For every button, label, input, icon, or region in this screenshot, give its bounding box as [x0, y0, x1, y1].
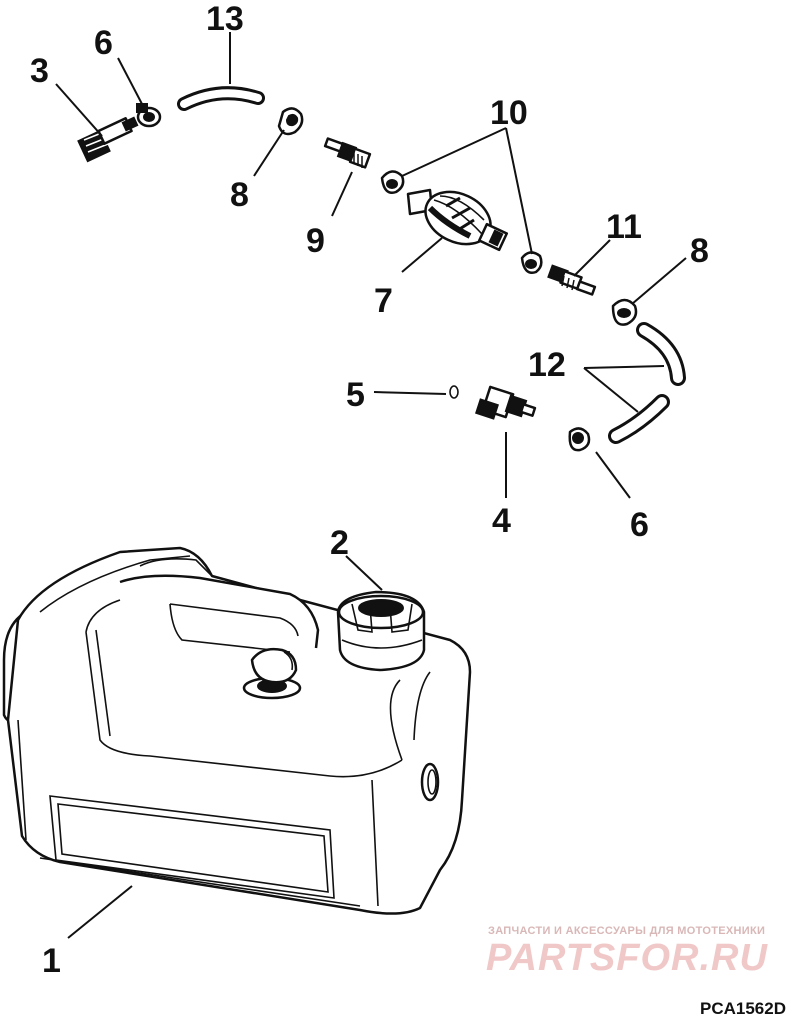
callout-4: 4 — [492, 502, 511, 540]
part-2-filler-cap — [336, 590, 426, 672]
part-9-fitting — [323, 137, 372, 169]
callout-6-lower: 6 — [630, 506, 649, 544]
callout-11: 11 — [606, 208, 642, 246]
part-12-hose-lower — [608, 394, 670, 444]
part-6-clamp-upper — [136, 103, 162, 128]
callout-2: 2 — [330, 524, 349, 562]
part-10-clamp-left — [380, 170, 405, 194]
part-11-fitting — [547, 264, 597, 296]
part-12-hose-upper — [636, 322, 686, 386]
part-10-clamp-right — [520, 251, 543, 274]
leader-lines — [55, 32, 687, 939]
part-5-o-ring — [449, 385, 459, 399]
callout-1: 1 — [42, 942, 61, 980]
callout-numbers: 13 6 3 10 8 9 11 8 7 12 5 4 6 2 1 — [30, 0, 709, 980]
part-8-clamp-upper — [277, 107, 304, 136]
part-6-clamp-lower — [568, 427, 591, 452]
callout-8-upper: 8 — [230, 176, 249, 214]
part-8-clamp-lower — [611, 298, 638, 326]
callout-13: 13 — [206, 0, 244, 38]
watermark-brand: PARTSFOR.RU — [486, 937, 768, 979]
part-13-hose — [177, 86, 265, 111]
callout-3: 3 — [30, 52, 49, 90]
watermark: ЗАПЧАСТИ И АКСЕССУАРЫ ДЛЯ МОТОТЕХНИКИ PA… — [486, 925, 768, 979]
part-7-primer-bulb — [406, 188, 509, 252]
part-4-connector — [475, 385, 537, 420]
callout-6-upper: 6 — [94, 24, 113, 62]
watermark-tagline: ЗАПЧАСТИ И АКСЕССУАРЫ ДЛЯ МОТОТЕХНИКИ — [488, 925, 765, 937]
callout-7: 7 — [374, 282, 393, 320]
callout-8-lower: 8 — [690, 232, 709, 270]
callout-12: 12 — [528, 346, 566, 384]
callout-10: 10 — [490, 94, 528, 132]
figure-code: PCA1562D — [700, 999, 786, 1018]
part-3-connector — [77, 116, 139, 163]
callout-5: 5 — [346, 376, 365, 414]
callout-9: 9 — [306, 222, 325, 260]
